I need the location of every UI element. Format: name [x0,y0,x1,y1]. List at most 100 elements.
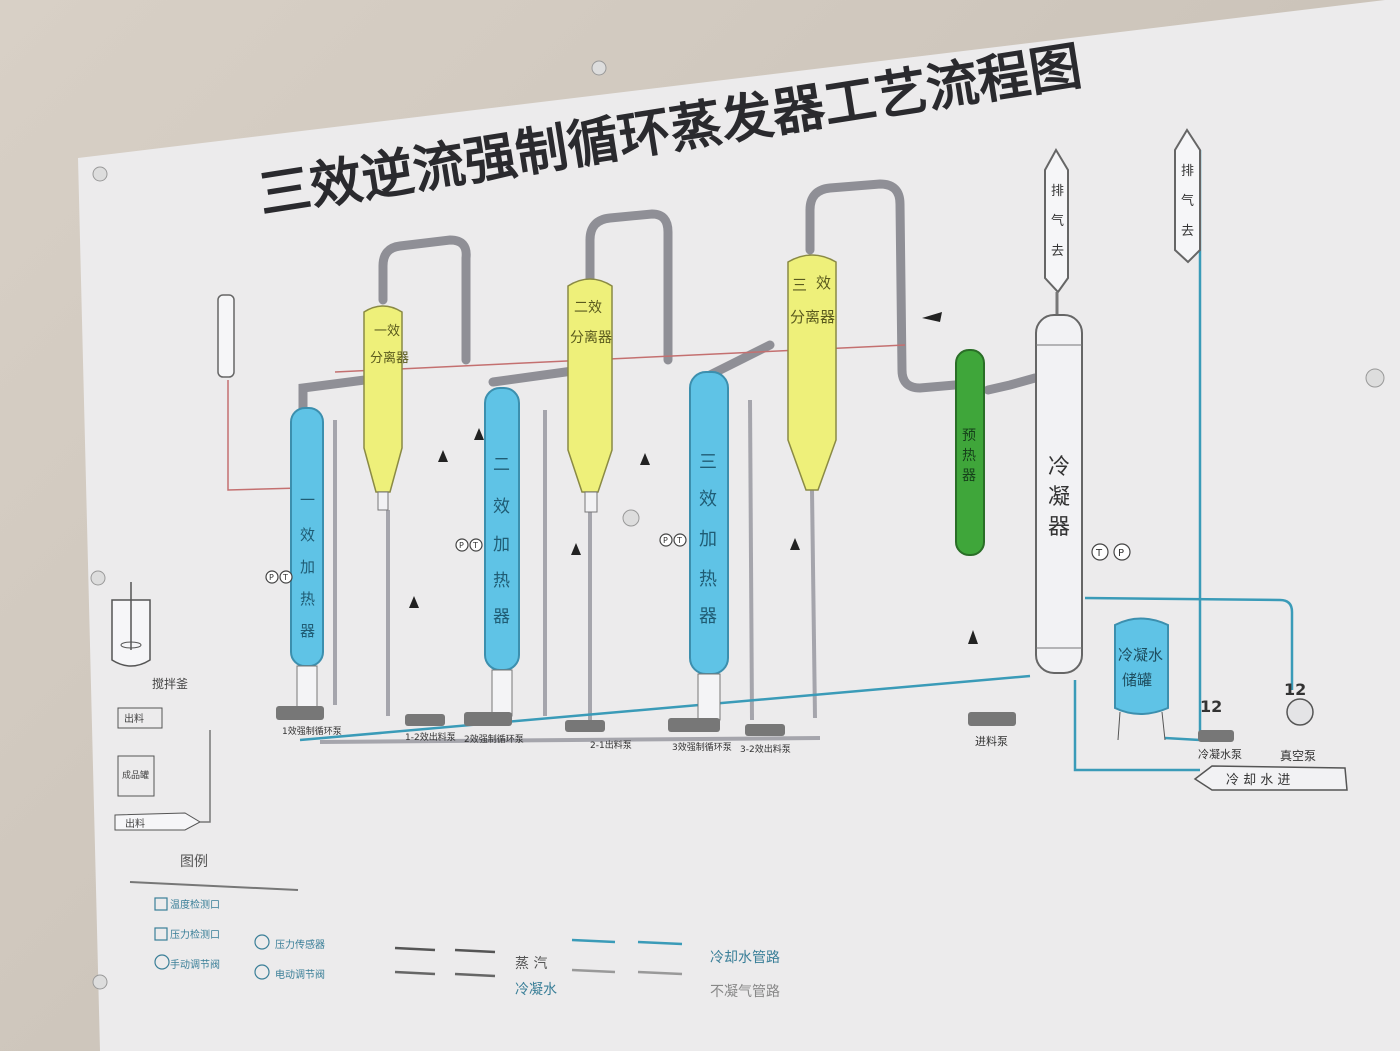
legend-item: 压力检测口 [170,928,220,941]
vent-stack-left: 排 气 去 [1044,147,1069,315]
instrument-p-letter: P [663,536,668,545]
liquid-pipes [319,399,821,744]
separator-label: 分离器 [370,350,409,366]
legend-line-label: 冷却水管路 [710,950,780,966]
legend-symbol [154,954,170,970]
condenser-label: 器 [1048,515,1070,540]
separator-label: 一效 [374,324,400,339]
screw-icon [591,60,607,76]
heater-label: 器 [300,622,315,640]
pump-number: 12 [1284,680,1306,699]
preheater-label: 器 [962,468,976,484]
small-vent-column [217,294,235,378]
heater-label: 加 [699,529,717,550]
vent-label: 排 [1181,164,1194,179]
heater-label: 器 [493,607,510,627]
heater-label: 效 [300,526,315,544]
pump-label: 真空泵 [1280,749,1316,763]
heater-label: 器 [699,606,717,627]
legend-symbol [254,964,270,980]
heater-label: 效 [493,497,510,517]
instrument-letters: P T P T P T T P [269,536,1124,582]
legend-symbol [254,934,270,950]
pump-label: 2-1出料泵 [590,739,632,751]
pump-label: 3-2效出料泵 [740,743,791,755]
separator-label: 分离器 [570,329,612,346]
condenser-label: 凝 [1048,485,1070,510]
pump-number: 12 [1200,697,1222,716]
screw-icon [92,974,108,990]
separator-2: 二效 分离器 [567,278,613,513]
legend-line-steam [394,946,436,952]
pump-icon [968,712,1016,726]
legend-line-label: 不凝气管路 [710,984,780,1000]
vacuum-pump-icon [1286,698,1314,726]
vent-stack-right: 排 气 去 [1174,128,1201,264]
legend-item: 电动调节阀 [275,968,325,981]
pump-icon [276,706,324,720]
tank-label: 储罐 [1122,671,1152,689]
product-tank-label: 成品罐 [122,769,149,781]
poster-board [78,0,1400,1051]
heater-3: 三 效 加 热 器 [689,371,729,721]
separator-label: 分离器 [790,308,835,326]
separator-label: 二效 [574,300,602,316]
pump-label: 3效强制循环泵 [672,741,732,753]
pump-icon [745,724,785,736]
separator-label: 效 [816,274,831,292]
pump-icon [464,712,512,726]
instrument-p-letter: P [1118,548,1124,559]
pump-icon [405,714,445,726]
heater-label: 加 [300,558,315,576]
heater-label: 三 [699,452,717,473]
heater-label: 一 [300,491,315,509]
heater-label: 二 [493,455,510,475]
outlet-arrow-label: 出料 [125,817,145,830]
instrument-p-letter: P [269,573,274,582]
condenser: 冷 凝 器 [1035,314,1083,674]
heater-label: 加 [493,535,510,555]
screw-icon [90,570,106,586]
heater-label: 效 [699,489,717,510]
flow-arrows [409,312,978,644]
instrument-t-letter: T [676,536,682,545]
pump-label: 冷凝水泵 [1198,747,1242,761]
pump-icon [668,718,720,732]
heater-1: 一 效 加 热 器 [290,407,324,709]
vent-label: 气 [1181,193,1194,209]
pump-row [276,698,1314,742]
instrument-p-letter: P [459,541,464,550]
heater-label: 热 [300,590,315,608]
screw-icon [622,509,640,527]
pump-label: 1效强制循环泵 [282,725,342,737]
pump-label: 1-2效出料泵 [405,731,456,743]
pump-labels: 1效强制循环泵 1-2效出料泵 2效强制循环泵 2-1出料泵 3效强制循环泵 3… [282,680,1316,763]
outlet-box-label: 出料 [124,712,144,725]
pump-label: 进料泵 [975,734,1008,748]
legend-symbol [154,897,168,911]
product-tank-box [117,755,155,797]
kettle-label: 搅拌釜 [152,676,188,691]
instrument-t-letter: T [1095,548,1103,559]
legend-item: 温度检测口 [170,898,220,911]
legend-line-cooling [571,938,616,944]
legend: 图例 温度检测口 压力检测口 手动调节阀 压力传感器 电动调节阀 [129,854,780,1000]
legend-line-label: 蒸 汽 [515,956,547,972]
preheater-label: 预 [962,428,976,444]
preheater: 预 热 器 [955,349,985,556]
vent-label: 去 [1181,224,1194,239]
legend-symbol [154,927,168,941]
outlet-arrow-box [114,812,202,831]
vent-label: 气 [1051,213,1064,229]
screw-icon [1365,368,1385,388]
vent-label: 排 [1051,184,1064,199]
preheater-label: 热 [962,448,976,464]
heater-label: 热 [493,571,510,591]
legend-item: 压力传感器 [275,938,325,951]
left-unit: 搅拌釜 出料 成品罐 出料 [111,294,235,831]
instrument-t-letter: T [472,541,478,550]
heater-label: 热 [699,569,717,590]
legend-title: 图例 [180,854,208,870]
screw-icon [92,166,108,182]
